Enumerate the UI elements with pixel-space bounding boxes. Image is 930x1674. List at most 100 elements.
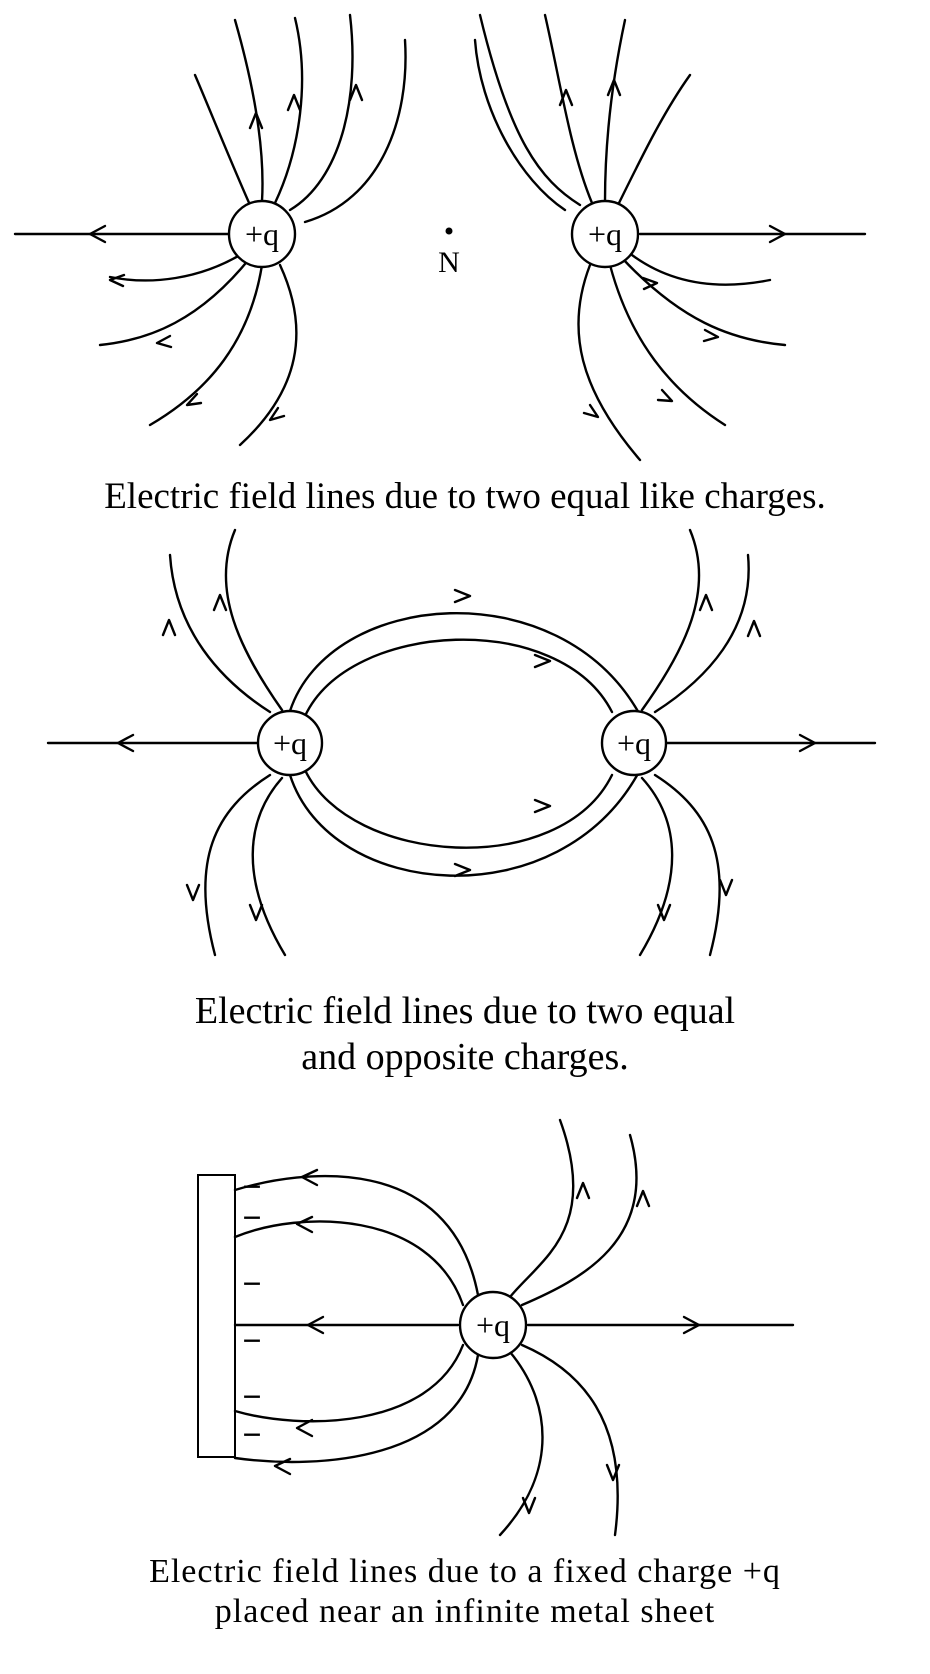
arrow-head <box>635 1189 651 1208</box>
field-line <box>498 1350 544 1537</box>
arrow-head <box>295 1215 314 1234</box>
figure-like-charges: +q +q N <box>13 13 867 462</box>
field-line <box>303 38 407 224</box>
arrow-head <box>533 798 552 814</box>
caption-line: Electric field lines due to two equal <box>194 990 736 1032</box>
charge-circle <box>227 199 297 269</box>
arrow-head <box>656 388 674 403</box>
field-line <box>478 13 582 207</box>
arrow-head <box>558 88 574 107</box>
charge-label-left: +q <box>273 725 307 761</box>
field-line <box>148 263 264 427</box>
neutral-point-label: N <box>438 246 460 279</box>
charge-label: +q <box>476 1307 510 1343</box>
charge-circle <box>570 199 640 269</box>
field-line <box>473 38 567 212</box>
caption-line: Electric field lines due to a fixed char… <box>149 1553 781 1590</box>
field-line <box>233 1220 465 1307</box>
field-line <box>288 611 642 717</box>
arrow-head <box>348 83 364 102</box>
field-line <box>638 776 674 957</box>
arrow-head <box>605 1463 621 1482</box>
field-line <box>543 13 594 205</box>
arrow-head <box>295 1418 314 1438</box>
field-line <box>620 256 787 347</box>
field-line <box>626 250 772 286</box>
field-line <box>616 73 692 207</box>
field-line <box>577 263 642 462</box>
charge-label-right: +q <box>588 216 622 252</box>
field-line <box>193 73 252 207</box>
field-line <box>224 528 284 712</box>
field-line <box>288 13 354 212</box>
field-line <box>238 263 298 447</box>
arrow-head <box>185 392 203 407</box>
arrow-head <box>306 1315 325 1335</box>
arrow-head <box>606 78 622 97</box>
arrow-head <box>718 878 734 897</box>
arrow-head <box>248 903 264 922</box>
arrow-head <box>161 618 177 637</box>
arrow-head <box>453 862 472 878</box>
field-line <box>233 18 264 203</box>
field-line <box>520 1343 619 1537</box>
arrow-head <box>155 334 173 349</box>
field-line <box>98 256 252 347</box>
caption-line: and opposite charges. <box>301 1036 629 1078</box>
charge-circle <box>600 709 668 777</box>
charge-circle <box>256 709 324 777</box>
arrow-head <box>108 273 126 288</box>
figure-metal-sheet: − − − − − − +q <box>197 1118 795 1537</box>
field-line <box>204 773 272 957</box>
induced-charge-sign: − <box>242 1266 261 1303</box>
arrow-head <box>116 733 135 753</box>
arrow-head <box>300 1168 319 1187</box>
induced-charge-sign: − <box>242 1323 261 1360</box>
arrow-head <box>273 1457 292 1476</box>
field-line <box>603 18 627 203</box>
arrow-head <box>582 403 600 419</box>
field-line <box>303 638 614 718</box>
field-line <box>520 1133 638 1307</box>
induced-charge-sign: − <box>242 1169 261 1206</box>
arrow-head <box>698 593 714 612</box>
arrow-head <box>575 1181 591 1200</box>
arrow-head <box>702 328 720 343</box>
field-line <box>288 768 642 877</box>
induced-charge-sign: − <box>242 1417 261 1454</box>
arrow-head <box>521 1496 537 1515</box>
field-line <box>273 16 304 205</box>
field-line <box>303 768 614 849</box>
field-line <box>608 263 727 427</box>
induced-charge-sign: − <box>242 1379 261 1416</box>
arrow-head <box>268 406 286 422</box>
arrow-head <box>746 619 762 638</box>
arrow-head <box>682 1315 701 1335</box>
field-line <box>640 528 701 712</box>
arrow-head <box>88 224 107 244</box>
field-line <box>108 250 247 282</box>
caption-like-charges: Electric field lines due to two equal li… <box>0 474 930 520</box>
caption-opposite-charges: Electric field lines due to two equal an… <box>0 988 930 1080</box>
neutral-point <box>445 227 453 235</box>
figure-opposite-charges: +q +q <box>46 528 877 957</box>
field-line <box>233 1343 465 1423</box>
arrow-head <box>248 111 264 130</box>
induced-charge-sign: − <box>242 1200 261 1237</box>
arrow-head <box>656 903 672 922</box>
charge-label-left: +q <box>245 216 279 252</box>
charge-label-right: +q <box>617 725 651 761</box>
arrow-head <box>286 93 302 112</box>
arrow-head <box>533 653 552 669</box>
field-line <box>251 776 287 957</box>
field-line <box>508 1118 575 1299</box>
field-line <box>168 553 272 714</box>
caption-metal-sheet: Electric field lines due to a fixed char… <box>0 1552 930 1632</box>
arrow-head <box>185 883 201 902</box>
charge-circle <box>458 1290 528 1360</box>
caption-line: Electric field lines due to two equal li… <box>104 476 826 517</box>
arrow-head <box>768 224 787 244</box>
field-line <box>653 553 750 714</box>
arrow-head <box>641 276 659 291</box>
